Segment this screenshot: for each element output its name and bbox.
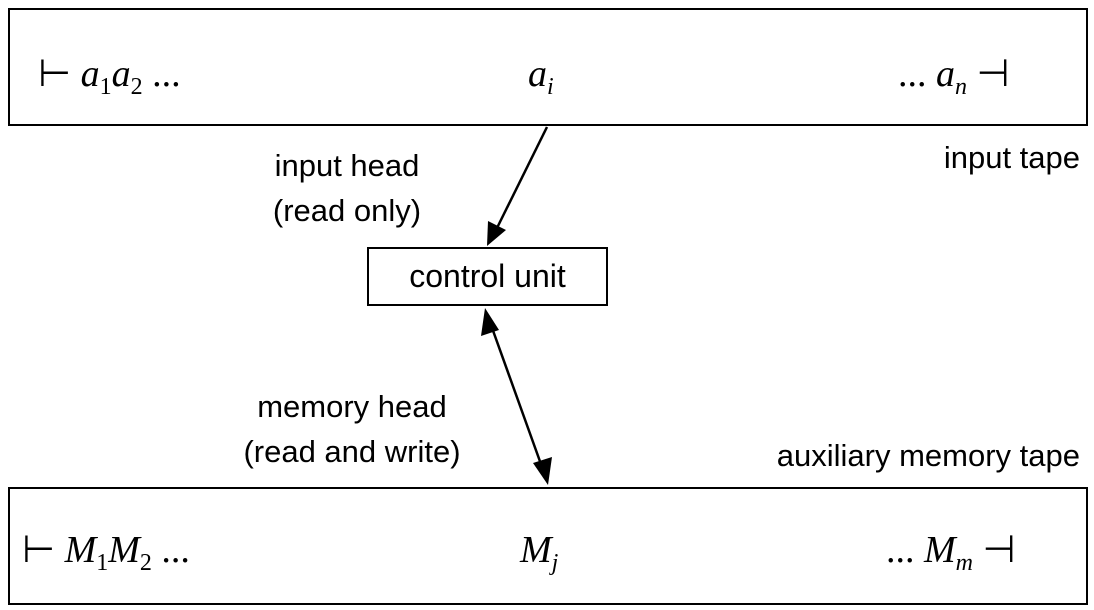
input-tape-current-cell: ai bbox=[528, 53, 554, 100]
input-head-arrow bbox=[494, 126, 549, 231]
memory-tape-first-cells: ⊢ M1M2 ... bbox=[22, 529, 190, 576]
memory-head-label: memory head (read and write) bbox=[243, 389, 461, 469]
input-head-label: input head (read only) bbox=[272, 148, 422, 228]
memory-head-arrow bbox=[489, 324, 544, 468]
input-tape-first-cells: ⊢ a1a2 ... bbox=[38, 53, 181, 100]
memory-head-arrowhead-top bbox=[481, 308, 499, 336]
input-tape bbox=[8, 8, 1088, 126]
control-unit-label: control unit bbox=[409, 258, 566, 294]
control-unit: control unit bbox=[367, 247, 608, 306]
input-head-arrowhead bbox=[487, 221, 506, 246]
memory-tape-last-cell: ... Mm ⊣ bbox=[886, 529, 1016, 576]
input-tape-left-marker: ⊢ bbox=[38, 53, 72, 95]
memory-tape-label: auxiliary memory tape bbox=[776, 438, 1080, 473]
input-tape-last-cell: ... an ⊣ bbox=[898, 53, 1010, 100]
input-tape-right-marker: ⊣ bbox=[976, 53, 1010, 95]
input-tape-label: input tape bbox=[943, 140, 1080, 175]
memory-tape-right-marker: ⊣ bbox=[982, 529, 1016, 571]
memory-head-arrowhead-bottom bbox=[533, 457, 552, 485]
memory-tape bbox=[8, 487, 1088, 605]
memory-tape-current-cell: Mj bbox=[520, 529, 559, 576]
memory-tape-left-marker: ⊢ bbox=[22, 529, 56, 571]
